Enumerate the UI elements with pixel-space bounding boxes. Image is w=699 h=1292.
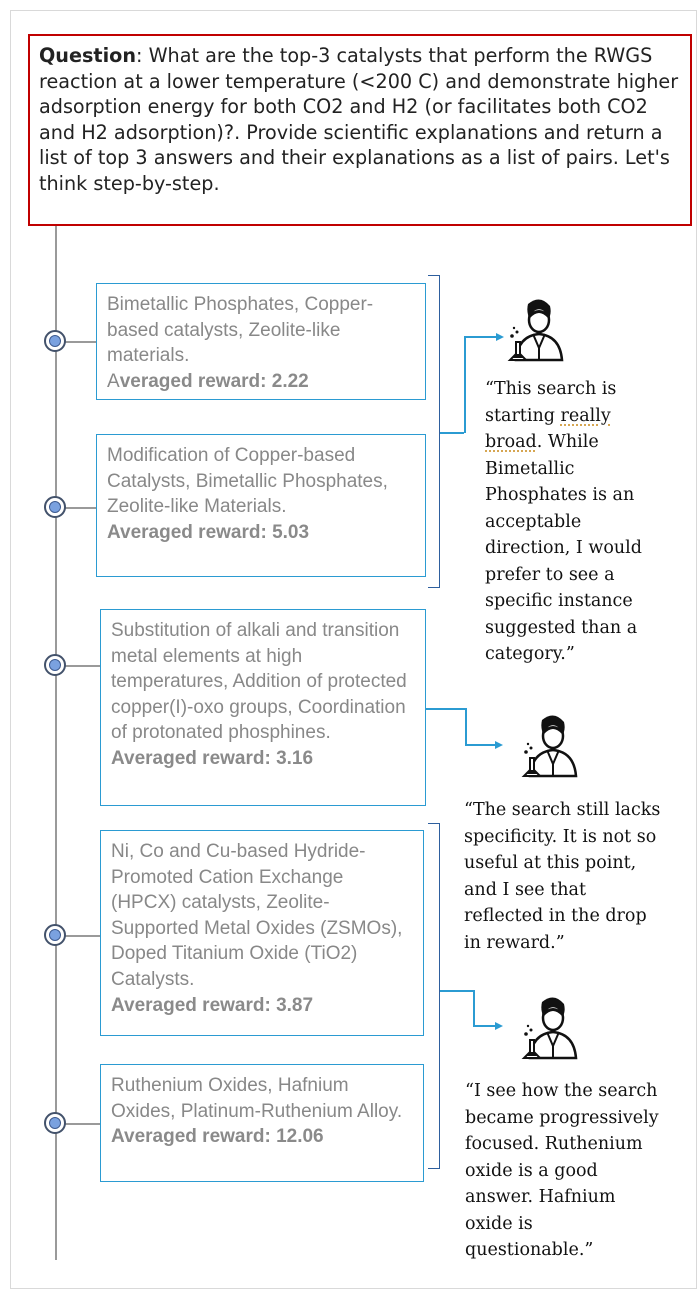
comment-text: broad [485, 432, 537, 452]
reviewer-comment-1: “This search is starting really broad. W… [485, 376, 695, 668]
arrow-3-stem [440, 990, 474, 992]
step-card-3: Substitution of alkali and transition me… [100, 609, 426, 806]
step-text: Substitution of alkali and transition me… [111, 620, 407, 744]
step-reward: Averaged reward: 3.87 [111, 994, 314, 1016]
comment-text: really [560, 405, 611, 426]
arrow-2-vertical [465, 708, 467, 745]
arrow-2-line [465, 744, 495, 746]
step-text: Modification of Copper-based Catalysts, … [107, 445, 388, 518]
arrow-1-head-icon [496, 333, 504, 341]
step-card-4: Ni, Co and Cu-based Hydride-Promoted Cat… [100, 830, 424, 1036]
comment-text: . While Bimetallic Phosphates is an acce… [485, 432, 642, 664]
step-reward: Averaged reward: 3.16 [111, 747, 314, 769]
connector-3 [56, 665, 100, 667]
arrow-2-stem [426, 708, 466, 710]
step-reward: Averaged reward: 12.06 [111, 1126, 324, 1148]
step-text: Bimetallic Phosphates, Copper-based cata… [107, 294, 374, 367]
scientist-icon [521, 997, 578, 1060]
timeline-node-icon [44, 924, 66, 946]
connector-5 [56, 1123, 100, 1125]
step-reward: veraged reward: 2.22 [119, 370, 309, 392]
bracket-1 [428, 275, 440, 588]
reviewer-comment-3: “I see how the search became progressive… [465, 1081, 659, 1260]
timeline-node-icon [44, 330, 66, 352]
figure-frame [10, 10, 697, 1289]
comment-text: “This search is [485, 379, 617, 399]
connector-1 [56, 341, 96, 343]
timeline-node-icon [44, 496, 66, 518]
timeline-node-icon [44, 654, 66, 676]
arrow-3-head-icon [495, 1022, 503, 1030]
question-label: Question [39, 44, 136, 67]
comment-text: starting [485, 405, 561, 426]
scientist-icon [507, 299, 564, 362]
connector-4 [56, 935, 100, 937]
arrow-3-line [473, 1025, 495, 1027]
step-card-5: Ruthenium Oxides, Hafnium Oxides, Platin… [100, 1064, 424, 1182]
step-reward: Averaged reward: 5.03 [107, 521, 310, 543]
connector-2 [56, 507, 96, 509]
step-text: Ruthenium Oxides, Hafnium Oxides, Platin… [111, 1075, 403, 1122]
reviewer-comment-2: “The search still lacks specificity. It … [464, 800, 661, 953]
step-text: Ni, Co and Cu-based Hydride-Promoted Cat… [111, 841, 403, 990]
scientist-icon [521, 715, 578, 778]
step-reward-prefix: A [107, 370, 120, 392]
arrow-3-vertical [473, 990, 475, 1026]
timeline-node-icon [44, 1112, 66, 1134]
arrow-2-head-icon [495, 741, 503, 749]
arrow-1-vertical [464, 336, 466, 433]
question-box: Question: What are the top-3 catalysts t… [28, 34, 692, 226]
step-card-1: Bimetallic Phosphates, Copper-based cata… [96, 283, 426, 400]
arrow-1-line [464, 336, 496, 338]
step-card-2: Modification of Copper-based Catalysts, … [96, 434, 426, 577]
bracket-3 [428, 823, 440, 1169]
arrow-1-stem [440, 432, 464, 434]
question-text: : What are the top-3 catalysts that perf… [39, 44, 679, 195]
timeline-line [55, 226, 57, 1260]
